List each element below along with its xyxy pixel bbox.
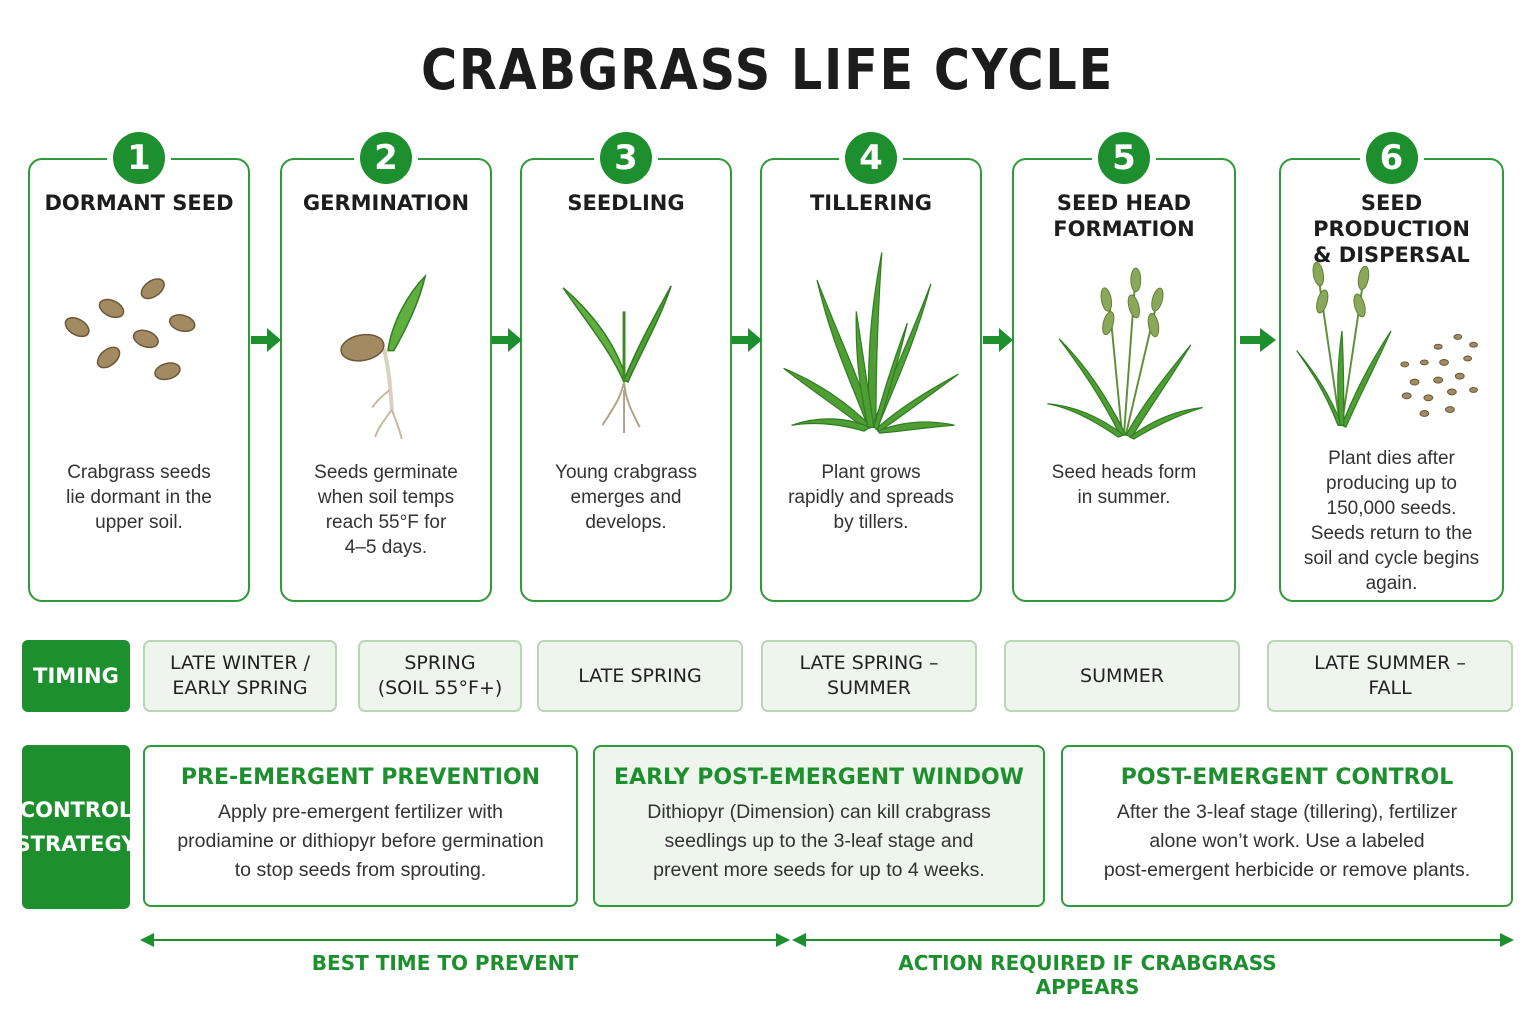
stage-title: SEED HEAD FORMATION [1053,191,1195,241]
stage-germination: 2 GERMINATION Seeds germinate when soil … [280,132,492,602]
strategy-description: Dithiopyr (Dimension) can kill crabgrass… [647,801,991,881]
stage-number-badge: 1 [113,132,165,184]
stage-number-badge: 5 [1098,132,1150,184]
strategy-description: After the 3-leaf stage (tillering), fert… [1103,801,1471,881]
stage-title: SEED PRODUCTION & DISPERSAL [1313,191,1470,267]
timing-item: LATE SPRING [537,640,743,712]
stage-description: Seeds germinate when soil temps reach 55… [314,462,458,558]
strategy-title: EARLY POST-EMERGENT WINDOW [614,765,1024,790]
stage-title: TILLERING [809,191,933,215]
action-required-label: ACTION REQUIRED IF CRABGRASS APPEARS [898,951,1277,999]
stage-number-badge: 2 [360,132,412,184]
timing-label: TIMING [22,640,130,712]
timing-item: LATE WINTER / EARLY SPRING [143,640,337,712]
page-title: CRABGRASS LIFE CYCLE [420,38,1115,103]
stage-description: Crabgrass seeds lie dormant in the upper… [66,462,212,533]
timing-item: LATE SUMMER – FALL [1267,640,1513,712]
stage-seed-production-dispersal: 6 SEED PRODUCTION & DISPERSAL Plant di [1279,132,1504,602]
arrow-right-icon [251,328,281,352]
timeline-arrows [140,933,1514,947]
strategy-description: Apply pre-emergent fertilizer with prodi… [177,801,544,881]
best-time-to-prevent-label: BEST TIME TO PREVENT [311,951,579,975]
stage-tillering: 4 TILLERING Plant grows rapidly and spre… [760,132,982,602]
arrow-right-icon [492,328,522,352]
arrow-right-icon [732,328,762,352]
stage-title: GERMINATION [302,191,470,215]
strategy-early-post-emergent: EARLY POST-EMERGENT WINDOW Dithiopyr (Di… [593,745,1045,907]
strategy-pre-emergent: PRE-EMERGENT PREVENTION Apply pre-emerge… [143,745,578,907]
seed-head-plant-icon [1047,267,1203,440]
stage-number-badge: 3 [600,132,652,184]
strategy-title: POST-EMERGENT CONTROL [1120,765,1454,790]
timing-item: SPRING (SOIL 55°F+) [358,640,522,712]
control-strategy-label: CONTROL STRATEGY [16,745,136,909]
stage-title: DORMANT SEED [44,191,234,215]
timing-item: SUMMER [1004,640,1240,712]
arrow-right-icon [1240,328,1276,352]
stage-description: Young crabgrass emerges and develops. [555,462,697,533]
stage-title: SEEDLING [567,191,685,215]
stage-number-badge: 6 [1365,132,1418,184]
seed-dispersal-icon [1296,261,1478,429]
stage-number-badge: 4 [845,132,897,184]
strategy-title: PRE-EMERGENT PREVENTION [180,765,541,790]
stage-seed-head-formation: 5 SEED HEAD FORMATION Seed heads form in… [1012,132,1236,602]
seedling-icon [562,285,672,434]
stage-description: Seed heads form in summer. [1051,462,1197,508]
stage-description: Plant dies after producing up to 150,000… [1303,448,1480,594]
stage-seedling: 3 SEEDLING Young crabgrass emerges and d… [520,132,732,602]
stage-dormant-seed: 1 DORMANT SEED Crabgrass seeds lie dorma… [28,132,250,602]
sprouting-seed-icon [340,273,427,440]
timing-item: LATE SPRING – SUMMER [761,640,977,712]
strategy-post-emergent: POST-EMERGENT CONTROL After the 3-leaf s… [1061,745,1513,907]
tillering-plant-icon [783,252,959,434]
stage-description: Plant grows rapidly and spreads by tille… [788,462,954,533]
seeds-icon [64,278,196,381]
arrow-right-icon [983,328,1013,352]
